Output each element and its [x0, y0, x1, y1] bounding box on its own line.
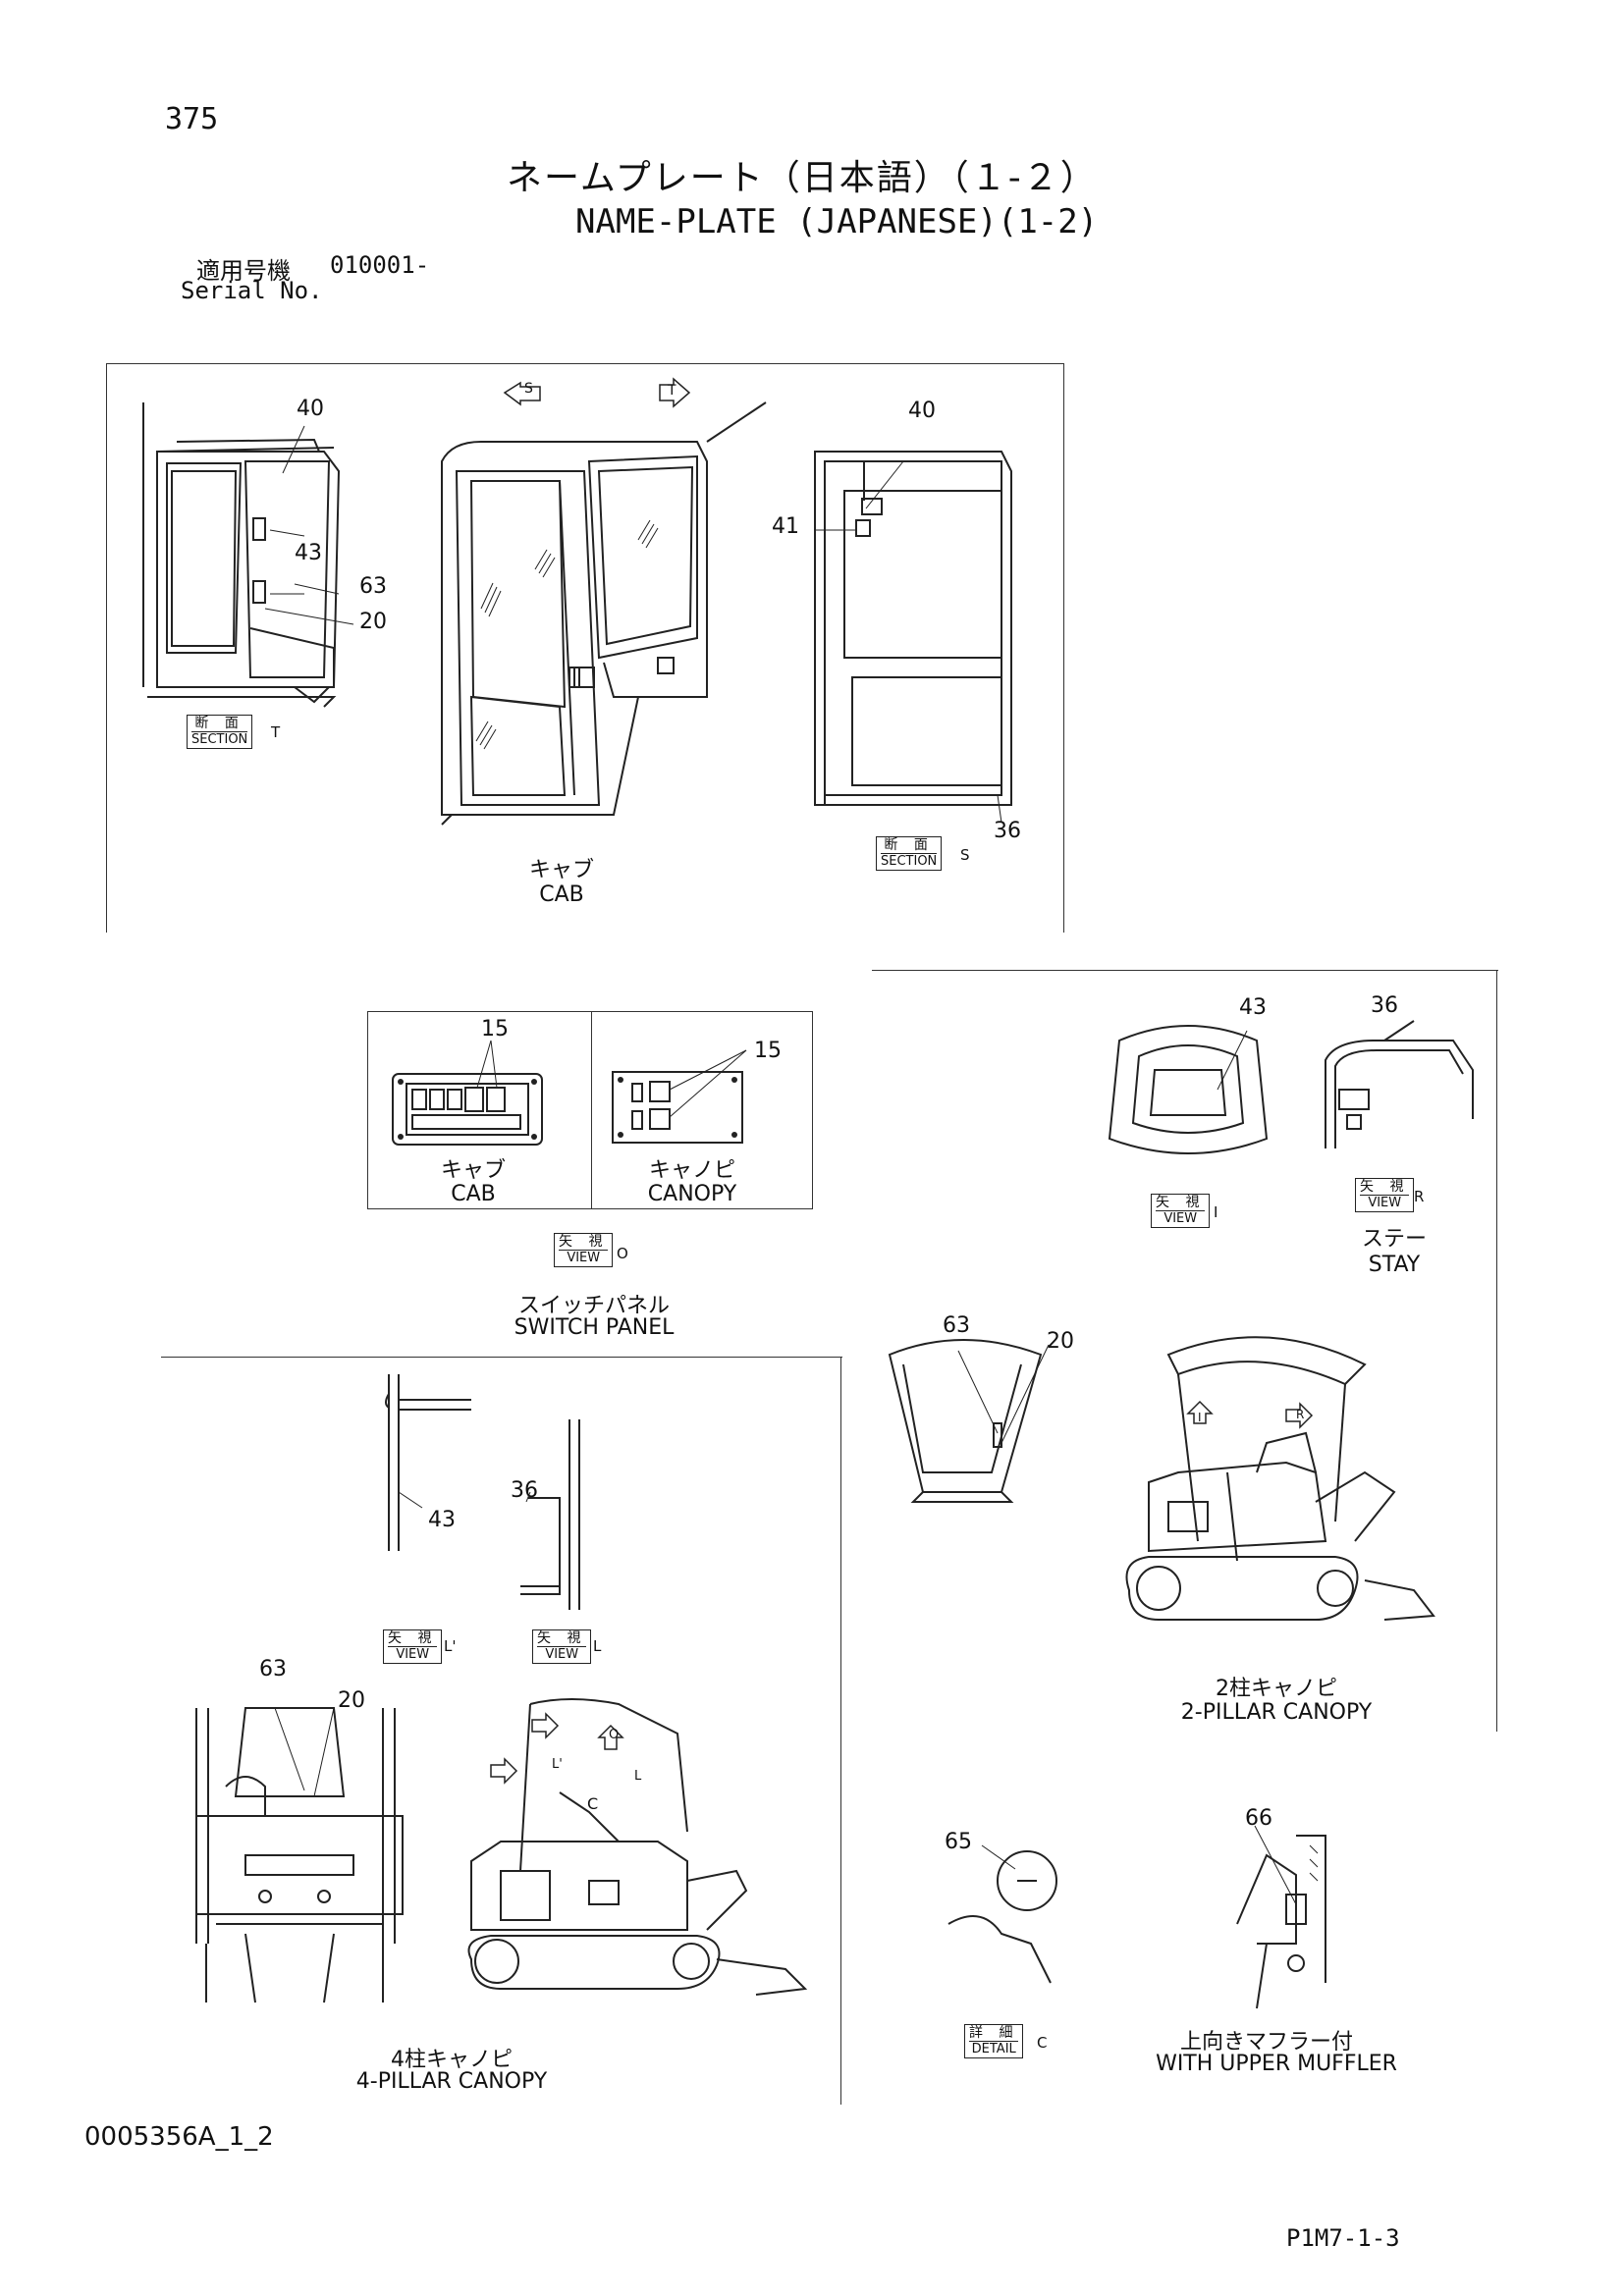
- callout-20-four-pillar: 20: [338, 1688, 365, 1713]
- section-s-suffix: S: [960, 846, 970, 864]
- cab-perspective-drawing: [441, 401, 767, 826]
- switch-panel-caption-en: SWITCH PANEL: [514, 1315, 675, 1340]
- callout-63-four-pillar: 63: [259, 1657, 287, 1682]
- callout-43-left: 43: [295, 541, 322, 565]
- muffler-detail-c-drawing: [947, 1844, 1057, 1984]
- view-l-prime-suffix: L': [444, 1637, 457, 1655]
- view-arrows-s-t: [503, 377, 691, 408]
- seat-view-i-drawing: [1108, 1025, 1269, 1154]
- callout-20-two-pillar: 20: [1047, 1329, 1074, 1354]
- two-pillar-caption-jp: 2柱キャノピ: [1216, 1677, 1337, 1701]
- callout-15-cab: 15: [481, 1017, 509, 1041]
- switch-cab-jp: キャブ: [440, 1158, 506, 1183]
- view-r-label: 矢 視 VIEW: [1355, 1178, 1415, 1212]
- applicable-serial: 010001-: [330, 251, 430, 279]
- cab-section-s-drawing: [814, 451, 1012, 824]
- callout-36-four-pillar: 36: [511, 1478, 538, 1503]
- callout-41: 41: [772, 514, 799, 539]
- view-o-suffix: O: [617, 1245, 628, 1262]
- view-l-suffix: L: [593, 1637, 602, 1655]
- callout-66: 66: [1245, 1806, 1272, 1831]
- view-r-suffix: R: [1414, 1188, 1425, 1205]
- detail-c-suffix: C: [1037, 2034, 1048, 2052]
- two-pillar-frame-right: [1496, 970, 1497, 1732]
- callout-36-cab: 36: [994, 819, 1021, 843]
- title-english: NAME-PLATE (JAPANESE)(1-2): [575, 202, 1099, 241]
- view-l-label: 矢 視 VIEW: [532, 1629, 592, 1664]
- cab-caption-en: CAB: [539, 882, 584, 907]
- four-pillar-frame-right: [840, 1357, 841, 2105]
- four-pillar-caption-jp: 4柱キャノピ: [391, 2048, 513, 2072]
- cab-frame: [106, 363, 1064, 933]
- view-i-suffix: I: [1214, 1203, 1218, 1221]
- callout-15-canopy: 15: [754, 1039, 782, 1063]
- four-pillar-rear-drawing: [195, 1707, 404, 2003]
- upper-muffler-drawing: [1236, 1825, 1326, 2009]
- detail-c-marker: C: [587, 1794, 599, 1813]
- callout-36-stay: 36: [1371, 993, 1398, 1018]
- stay-caption-jp: ステー: [1361, 1227, 1427, 1252]
- stay-caption-en: STAY: [1368, 1253, 1421, 1277]
- view-l-prime-label: 矢 視 VIEW: [383, 1629, 443, 1664]
- switch-panel-caption-jp: スイッチパネル: [517, 1294, 670, 1318]
- callout-65: 65: [945, 1830, 972, 1854]
- serial-label: Serial No.: [181, 277, 323, 304]
- section-t-label: 断 面 SECTION: [187, 715, 253, 749]
- view-l-details-drawing: [385, 1374, 580, 1610]
- muffler-caption-jp: 上向きマフラー付: [1179, 2030, 1353, 2055]
- page-code: P1M7-1-3: [1286, 2224, 1400, 2252]
- arrow-l-label: L: [634, 1769, 642, 1784]
- applicable-label: 適用号機: [196, 257, 291, 285]
- two-pillar-excavator-drawing: [1125, 1336, 1435, 1621]
- callout-63-left: 63: [359, 574, 387, 599]
- switch-cab-en: CAB: [451, 1182, 496, 1206]
- view-o-label: 矢 視 VIEW: [554, 1233, 614, 1267]
- callout-43-four-pillar: 43: [428, 1508, 456, 1532]
- section-t-suffix: T: [271, 723, 281, 741]
- switch-canopy-en: CANOPY: [647, 1182, 737, 1206]
- arrow-i-label: I: [1198, 1411, 1202, 1424]
- switch-canopy-jp: キャノピ: [648, 1158, 735, 1183]
- view-i-label: 矢 視 VIEW: [1151, 1194, 1211, 1228]
- switch-panel-frame: [367, 1011, 813, 1209]
- detail-c-label: 詳 細 DETAIL: [964, 2024, 1024, 2058]
- drawing-id: 0005356A_1_2: [84, 2122, 274, 2152]
- switch-panel-divider: [591, 1011, 592, 1209]
- stay-view-r-drawing: [1325, 1020, 1474, 1148]
- title-japanese: ネームプレート（日本語）（１-２）: [507, 158, 1098, 198]
- arrow-o-label: O: [609, 1728, 620, 1742]
- callout-40-left: 40: [297, 397, 324, 421]
- four-pillar-side-drawing: [467, 1698, 808, 1996]
- two-pillar-caption-en: 2-PILLAR CANOPY: [1180, 1700, 1373, 1725]
- callout-40-right: 40: [908, 399, 936, 423]
- four-pillar-frame-top: [161, 1357, 842, 1358]
- two-pillar-frame-top: [872, 970, 1498, 971]
- muffler-caption-en: WITH UPPER MUFFLER: [1156, 2052, 1397, 2076]
- cab-section-t-drawing: [142, 402, 354, 708]
- callout-63-two-pillar: 63: [943, 1313, 970, 1338]
- callout-20-left: 20: [359, 610, 387, 634]
- arrow-r-label: R: [1296, 1408, 1305, 1421]
- switch-panel-drawing: [392, 1040, 747, 1146]
- callout-43-two-pillar: 43: [1239, 995, 1267, 1020]
- arrow-l-prime-label: L': [552, 1757, 563, 1772]
- cab-caption-jp: キャブ: [528, 858, 594, 882]
- arrow-s-label: S: [524, 381, 533, 397]
- pillar-detail-drawing: [888, 1339, 1050, 1503]
- page-number: 375: [165, 102, 219, 136]
- arrow-t-label: T: [668, 383, 676, 399]
- four-pillar-caption-en: 4-PILLAR CANOPY: [355, 2069, 548, 2094]
- section-s-label: 断 面 SECTION: [876, 836, 943, 871]
